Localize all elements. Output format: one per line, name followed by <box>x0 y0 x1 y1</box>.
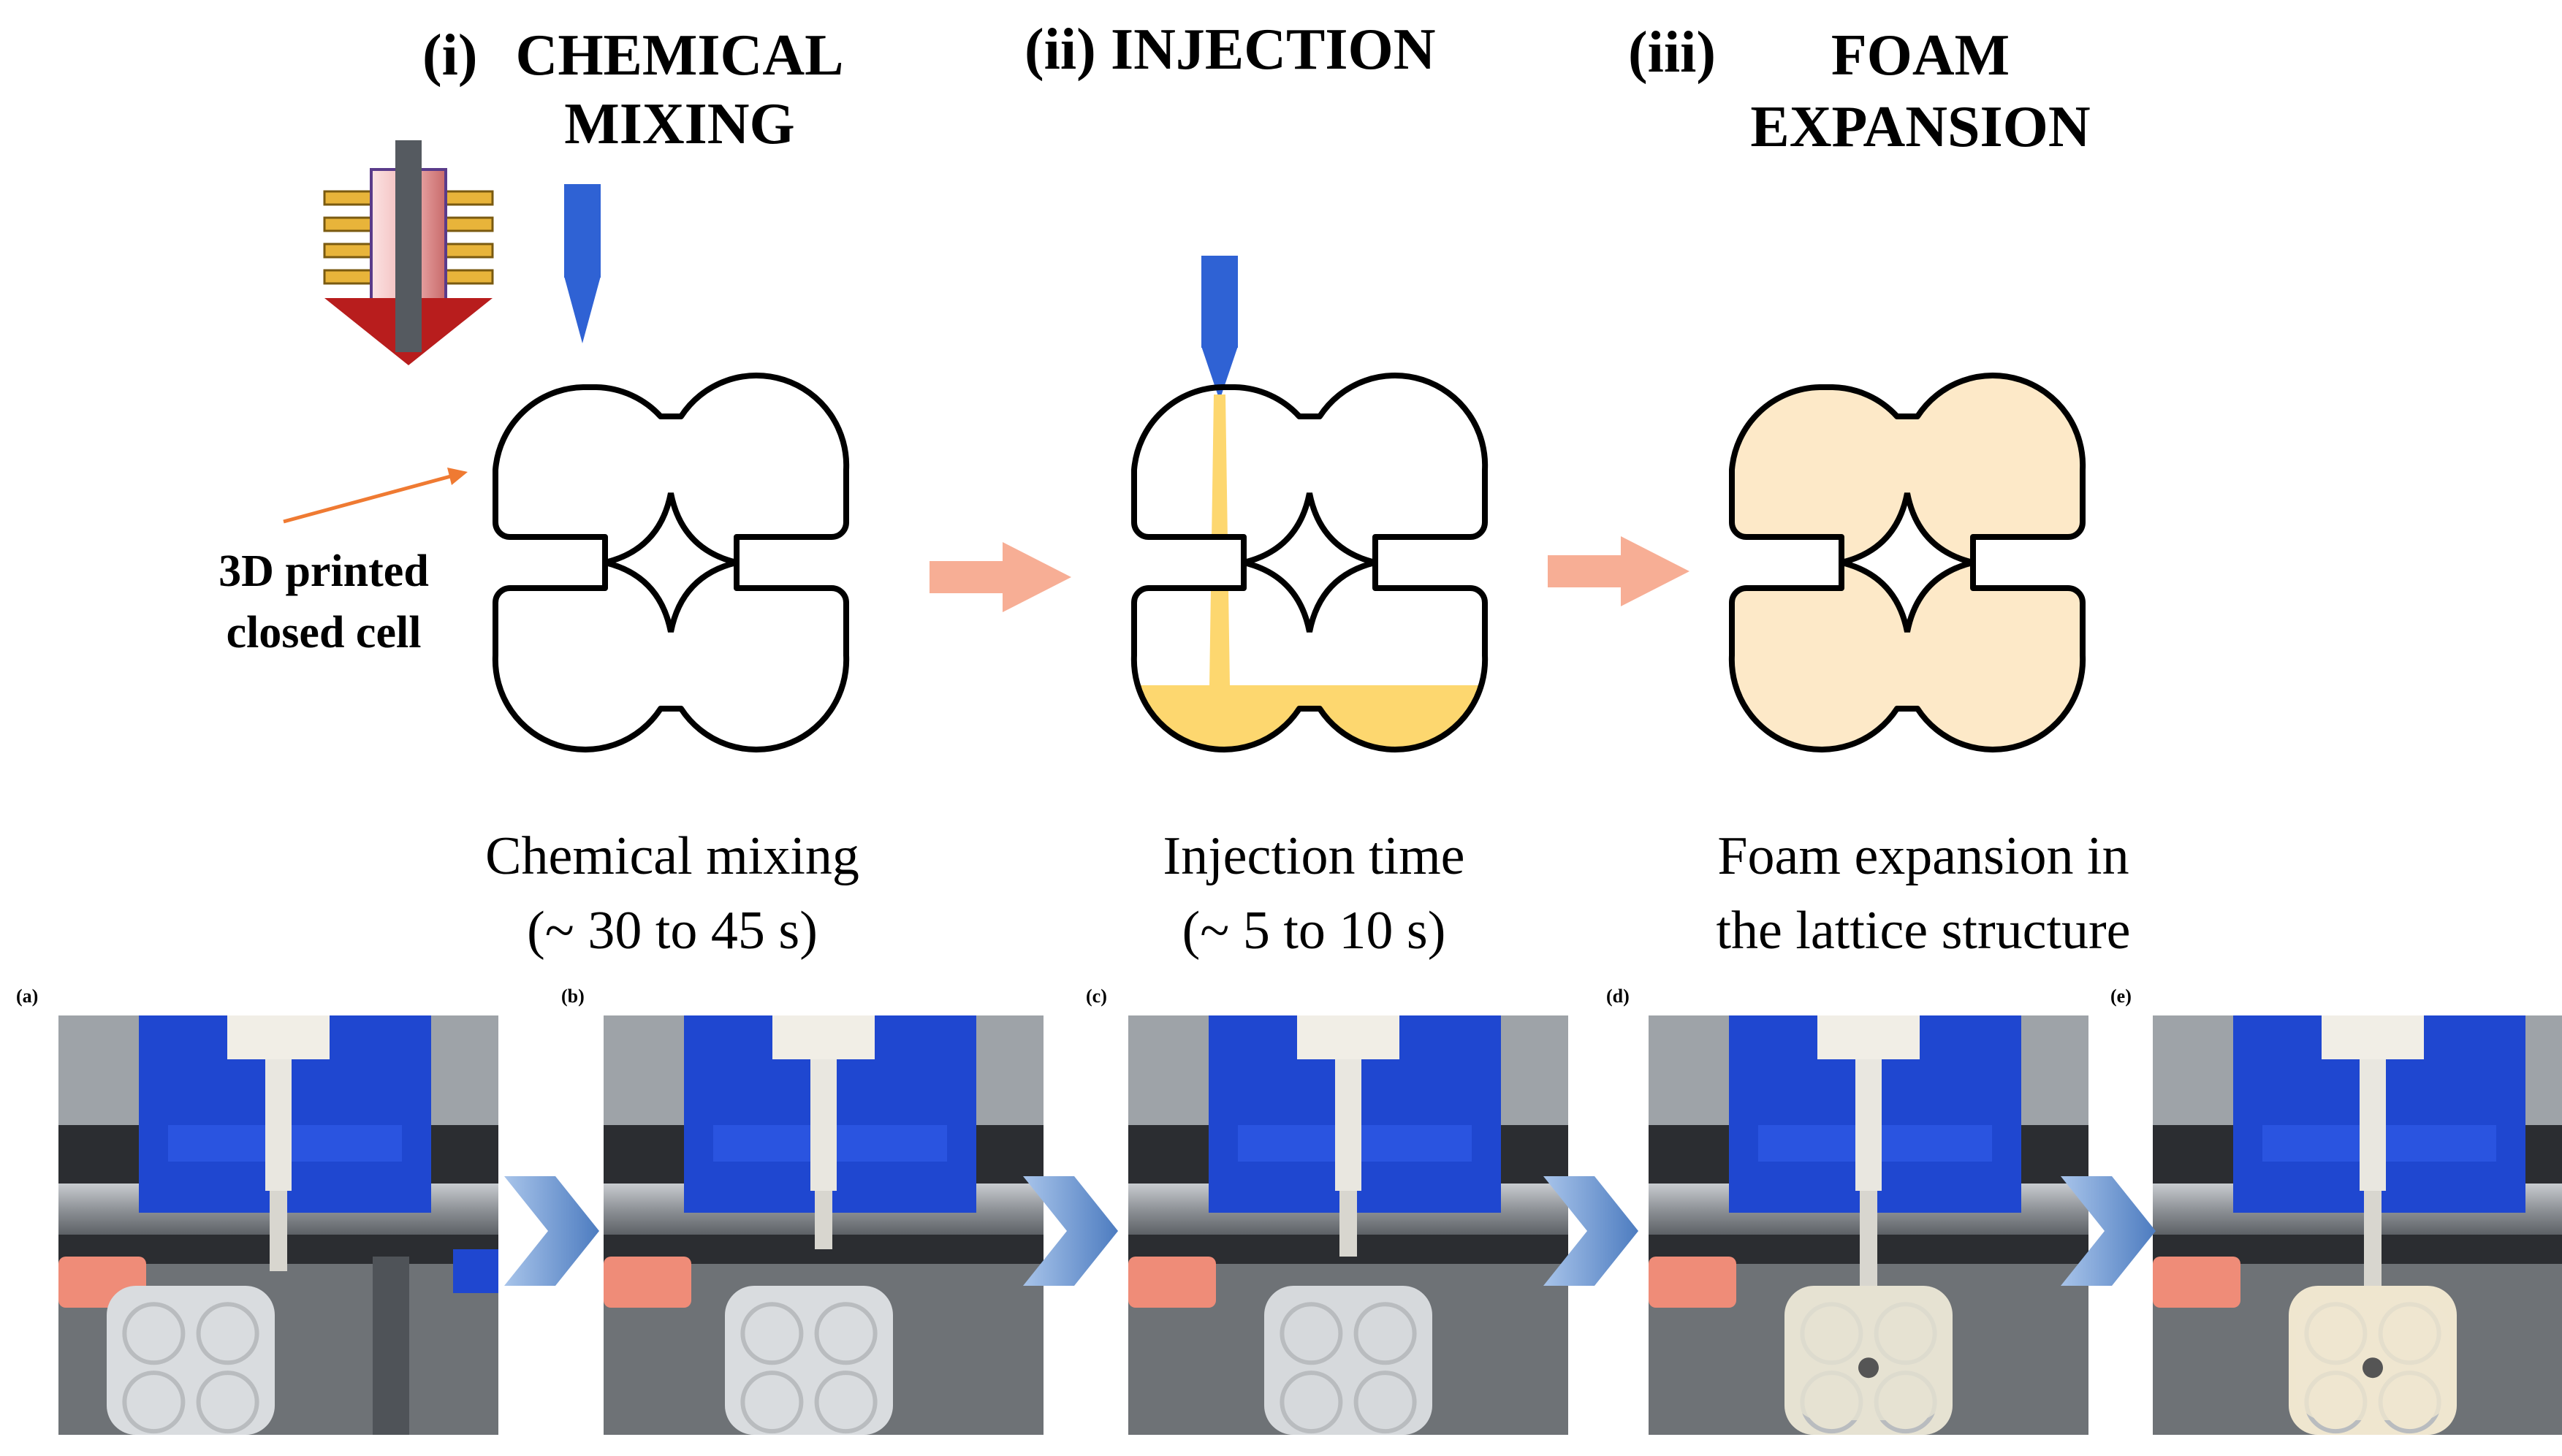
stage-numeral-1: (i) <box>422 23 478 88</box>
photo-panel-a: (a) <box>16 986 498 1435</box>
stage-title-3-line-1: FOAM <box>1831 23 2010 88</box>
chevron-arrow-icon <box>2061 1176 2156 1286</box>
printed-cell-photo <box>1784 1286 1953 1435</box>
photo-panel-d: (d) <box>1606 986 2088 1435</box>
photo-panel-b: (b) <box>561 986 1044 1435</box>
caption-3: Foam expansion in the lattice structure <box>1716 826 2130 961</box>
printed-cell-photo <box>1264 1286 1432 1435</box>
stage-title-1: (i) CHEMICAL MIXING <box>422 23 843 156</box>
photo-panel-label: (d) <box>1606 986 1630 1007</box>
dispense-nozzle-1-icon <box>564 184 601 343</box>
caption-1-line-2: (~ 30 to 45 s) <box>527 901 818 961</box>
photo-panel-label: (c) <box>1086 986 1107 1007</box>
lattice-cell-empty <box>495 376 846 750</box>
stage-numeral-3: (iii) <box>1628 20 1716 85</box>
stage-title-1-line-1: CHEMICAL <box>516 23 844 88</box>
photo-strip: (a) (b) (c) (d) (e) <box>16 986 2562 1435</box>
photo-panel-label: (e) <box>2110 986 2132 1007</box>
print-head-icon <box>323 140 494 365</box>
stage-numeral-2: (ii) <box>1025 18 1096 82</box>
annotation-line-1: 3D printed <box>218 546 429 596</box>
chevron-arrow-icon <box>504 1176 599 1286</box>
photo-panel-label: (a) <box>16 986 38 1007</box>
lattice-cell-foam <box>1732 376 2083 750</box>
stage-title-3: (iii) FOAM EXPANSION <box>1628 20 2091 159</box>
photo-panel-e: (e) <box>2110 986 2562 1435</box>
caption-3-line-2: the lattice structure <box>1716 901 2130 961</box>
stage-title-3-line-2: EXPANSION <box>1750 95 2090 159</box>
stage-title-2-line-1: INJECTION <box>1111 18 1436 82</box>
caption-3-line-1: Foam expansion in <box>1717 826 2129 886</box>
process-arrow-1 <box>930 542 1071 612</box>
caption-1: Chemical mixing (~ 30 to 45 s) <box>485 826 859 961</box>
caption-2-line-2: (~ 5 to 10 s) <box>1182 901 1446 961</box>
printed-cell-photo <box>2289 1286 2457 1435</box>
printed-cell-photo <box>107 1286 275 1435</box>
annotation-line-2: closed cell <box>227 608 422 658</box>
photo-panel-c: (c) <box>1086 986 1568 1435</box>
dispense-nozzle-2-icon <box>1201 256 1238 400</box>
stage-title-2: (ii) INJECTION <box>1025 18 1436 82</box>
process-arrow-2 <box>1548 536 1689 606</box>
caption-2: Injection time (~ 5 to 10 s) <box>1163 826 1464 961</box>
stage-title-1-line-2: MIXING <box>564 92 795 156</box>
caption-2-line-1: Injection time <box>1163 826 1464 886</box>
chevron-arrow-icon <box>1023 1176 1118 1286</box>
closed-cell-annotation: 3D printed closed cell <box>218 468 468 658</box>
caption-1-line-1: Chemical mixing <box>485 826 859 886</box>
photo-panel-label: (b) <box>561 986 585 1007</box>
lattice-cell-injection <box>1120 376 1499 758</box>
chevron-arrow-icon <box>1543 1176 1638 1286</box>
printed-cell-photo <box>725 1286 893 1435</box>
